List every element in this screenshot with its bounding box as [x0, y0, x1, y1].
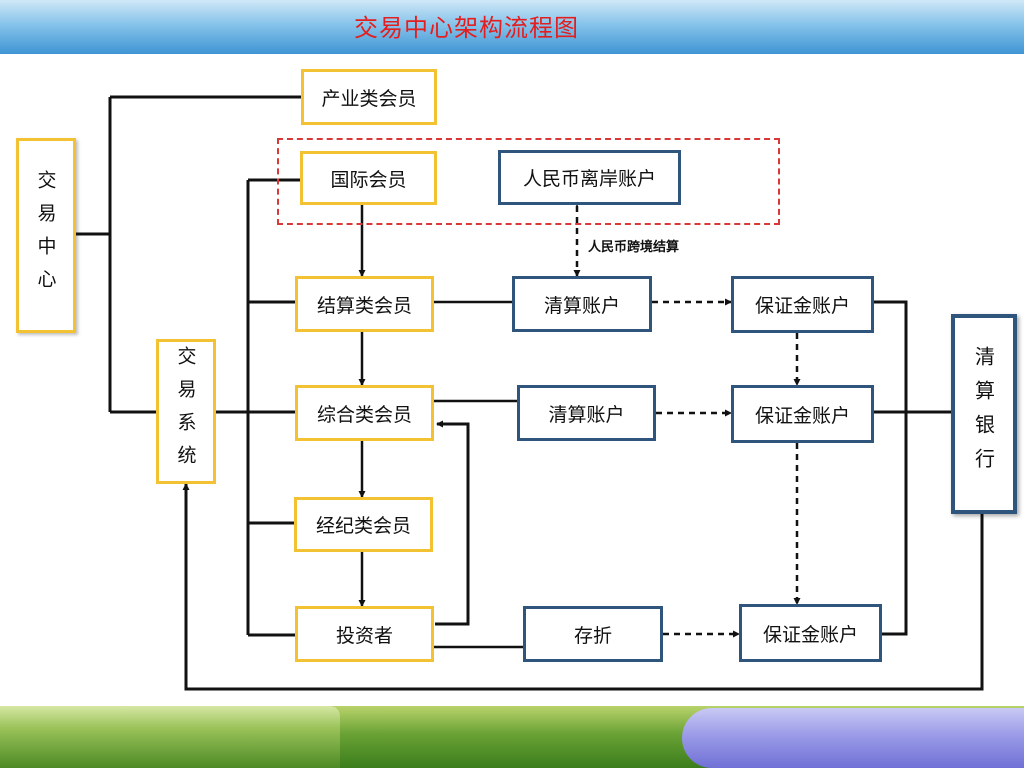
rmb-offshore-account-node: 人民币离岸账户	[498, 150, 681, 205]
margin-account-node-3: 保证金账户	[739, 604, 882, 662]
trading-system-node: 交易系统	[156, 339, 216, 484]
rmb-cross-border-label: 人民币跨境结算	[588, 240, 680, 255]
footer-left-panel	[0, 706, 340, 768]
international-member-node: 国际会员	[300, 151, 437, 205]
clearing-bank-node: 清算银行	[951, 314, 1017, 514]
settlement-member-node: 结算类会员	[295, 276, 434, 332]
line-margin-bus	[874, 300, 908, 636]
margin-account-node-2: 保证金账户	[731, 385, 874, 443]
passbook-node: 存折	[523, 606, 663, 662]
loop-investor-comprehensive	[435, 420, 470, 626]
international-group-frame	[277, 138, 780, 225]
exchange-center-node: 交易中心	[16, 138, 76, 333]
industry-member-node: 产业类会员	[301, 69, 437, 125]
margin-account-node-1: 保证金账户	[731, 276, 874, 333]
footer-right-panel	[682, 708, 1024, 768]
page-title: 交易中心架构流程图	[354, 14, 579, 42]
loop-bank-trading	[182, 483, 986, 691]
clearing-account-node-2: 清算账户	[517, 385, 656, 441]
header-bar	[0, 0, 1024, 54]
comprehensive-member-node: 综合类会员	[295, 385, 434, 441]
investor-node: 投资者	[295, 606, 434, 662]
clearing-account-node-1: 清算账户	[512, 276, 652, 332]
broker-member-node: 经纪类会员	[294, 497, 433, 552]
